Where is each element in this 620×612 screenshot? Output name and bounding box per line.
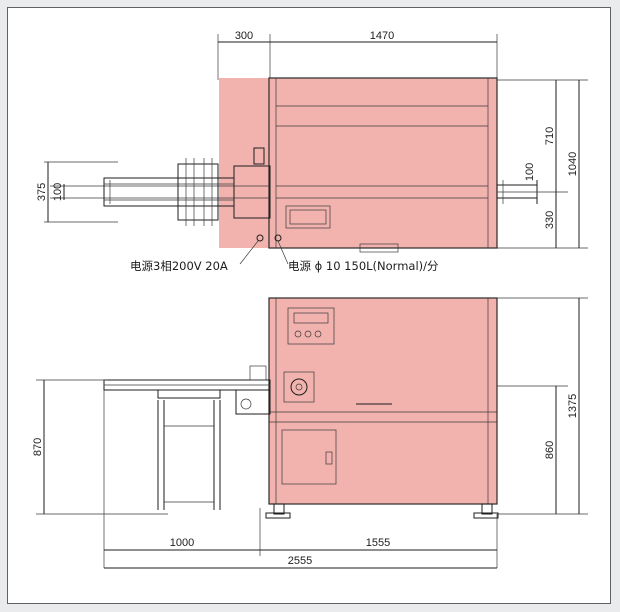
dim-bottom-1555: 1555	[260, 514, 498, 568]
foot-right	[481, 503, 493, 515]
dim-label-100-right: 100	[524, 163, 536, 181]
dim-side-870: 870	[32, 379, 168, 515]
side-control-panel	[287, 307, 335, 345]
dim-label-1555: 1555	[366, 537, 390, 549]
dim-left-100: 100	[52, 183, 65, 201]
dial-icon	[290, 378, 308, 396]
dim-label-375: 375	[36, 183, 48, 201]
top-handle	[359, 243, 399, 253]
dim-side-1375: 1375	[497, 297, 588, 514]
dim-side-860: 860	[497, 385, 588, 515]
side-dial-box	[283, 371, 315, 403]
top-infeed-conveyor	[50, 147, 271, 226]
dim-label-300: 300	[235, 30, 253, 42]
power-label: 电源3相200V 20A	[130, 259, 228, 273]
dim-label-860: 860	[544, 441, 556, 459]
dim-bottom-2555: 2555	[104, 555, 497, 569]
side-view-body	[268, 297, 498, 505]
dim-top-300: 300	[217, 30, 271, 80]
dim-label-100-left: 100	[52, 183, 64, 201]
dim-label-2555: 2555	[288, 555, 312, 567]
dim-label-870: 870	[32, 438, 44, 456]
side-cabinet-door	[281, 429, 337, 485]
air-supply-label: 电源 ϕ 10 150L(Normal)/分	[288, 259, 439, 273]
dim-right-1040: 1040	[567, 80, 580, 248]
dim-label-710: 710	[544, 127, 556, 145]
dim-label-1040: 1040	[567, 152, 579, 176]
foot-left	[273, 503, 285, 515]
dim-label-330: 330	[544, 211, 556, 229]
top-rear-extension	[219, 78, 271, 248]
dim-label-1470: 1470	[370, 30, 394, 42]
dim-top-1470: 1470	[270, 30, 498, 80]
machine-dimension-drawing: 300 1470 375	[32, 30, 588, 569]
dim-right-330: 330	[497, 192, 588, 249]
drawing-frame: 300 1470 375	[7, 7, 611, 604]
side-infeed-conveyor	[103, 365, 271, 510]
dim-label-1000: 1000	[170, 537, 194, 549]
top-view-body	[268, 77, 498, 249]
dim-label-1375: 1375	[567, 394, 579, 418]
power-connector-icon	[256, 234, 264, 242]
dim-left-375: 375	[36, 161, 118, 223]
dim-bottom-1000: 1000	[103, 390, 261, 568]
top-control-panel	[285, 205, 331, 229]
